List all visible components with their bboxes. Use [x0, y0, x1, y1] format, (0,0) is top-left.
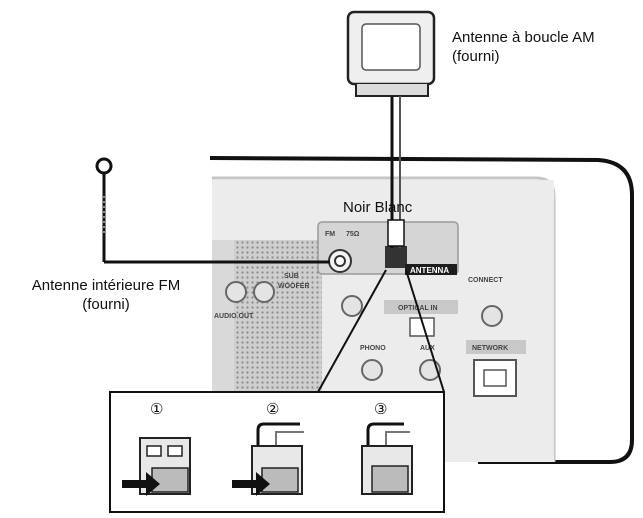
wire-colors-label: Noir Blanc: [343, 199, 413, 216]
panel-audio-out-label: AUDIO OUT: [214, 313, 254, 320]
sub-jack-2: [253, 281, 275, 303]
fm-antenna-name: Antenne intérieure FM: [31, 277, 181, 294]
panel-ohm-label: 75Ω: [346, 231, 360, 238]
sub-jack-1: [225, 281, 247, 303]
am-antenna-supplied: (fourni): [452, 48, 500, 65]
am-terminal: [385, 246, 407, 268]
connect-button: [481, 305, 503, 327]
optical-port: [409, 317, 435, 337]
panel-network-label: NETWORK: [472, 345, 508, 352]
panel-fm-label: FM: [325, 231, 335, 238]
am-antenna-name: Antenne à boucle AM: [452, 29, 595, 46]
panel-aux-label: AUX: [420, 345, 435, 352]
am-antenna-label: Antenne à boucle AM (fourni): [452, 28, 595, 66]
steps-inset: ① ② ③: [109, 391, 445, 513]
fm-antenna-supplied: (fourni): [82, 296, 130, 313]
step-1-illustration: [122, 437, 191, 496]
fm-indoor-antenna: [95, 157, 330, 264]
fm-antenna-label: Antenne intérieure FM (fourni): [8, 276, 204, 314]
panel-antenna-label: ANTENNA: [410, 266, 449, 275]
misc-jack: [341, 295, 363, 317]
step-2-illustration: [232, 422, 304, 496]
step-3-label: ③: [374, 401, 387, 418]
step-1-label: ①: [150, 401, 163, 418]
panel-connect-label: CONNECT: [468, 277, 503, 284]
am-loop-antenna: [346, 10, 436, 248]
receiver-rear-panel: FM 75Ω ANTENNA SUB WOOFER AUDIO OUT OPTI…: [209, 156, 634, 464]
phono-jack: [361, 359, 383, 381]
step-3-illustration: [361, 422, 413, 495]
step-2-label: ②: [266, 401, 279, 418]
panel-sub-label: SUB: [284, 273, 299, 280]
panel-phono-label: PHONO: [360, 345, 386, 352]
network-port: [473, 359, 517, 397]
panel-woofer-label: WOOFER: [278, 283, 310, 290]
